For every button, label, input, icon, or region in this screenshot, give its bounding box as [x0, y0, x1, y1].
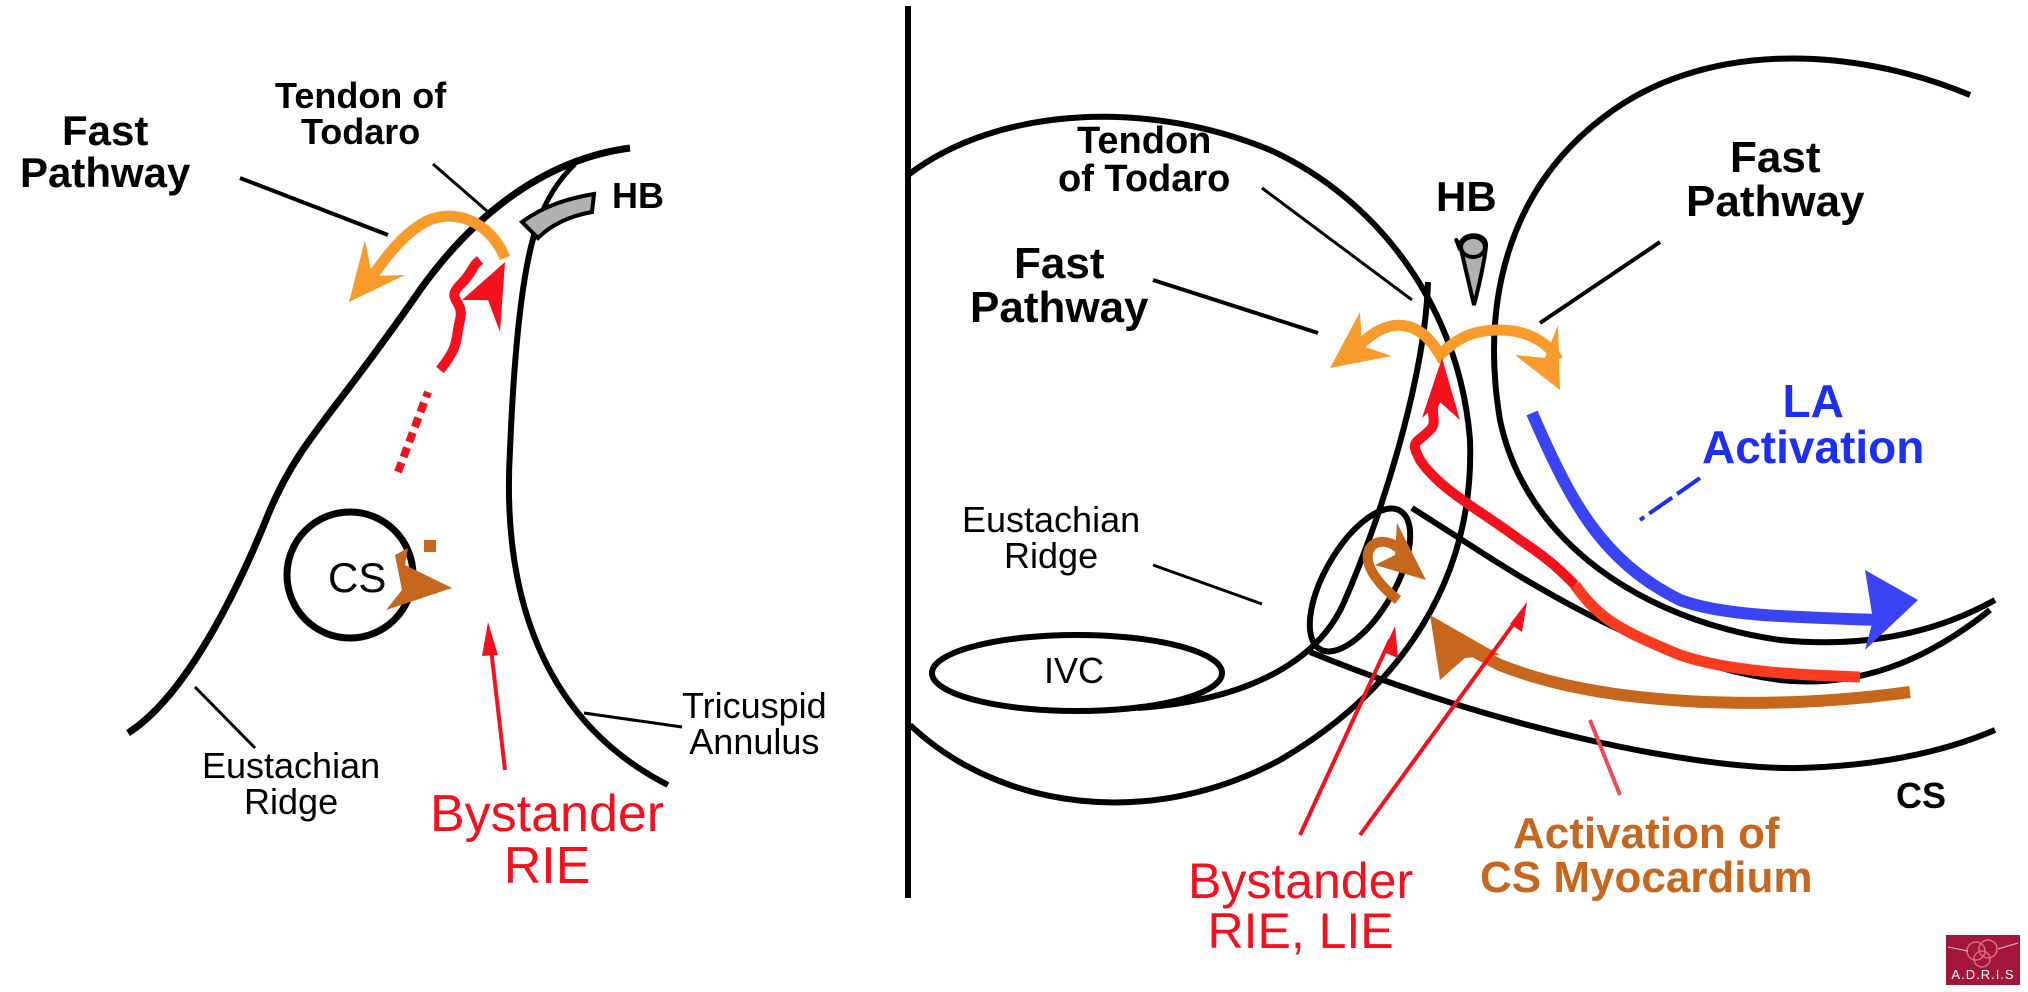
right-fast-pathway-right-line2: Pathway: [1686, 177, 1865, 226]
right-red-arrowhead: [1422, 358, 1460, 420]
right-cs-myocardium-arrowhead: [1430, 615, 1500, 680]
right-ivc-ellipse: [929, 632, 1225, 714]
right-fast-pathway-arrow: [1356, 319, 1563, 364]
left-fast-pathway-line1: Fast: [62, 107, 149, 154]
left-eustachian-line2: Ridge: [244, 781, 339, 822]
right-fast-pathway-right-label: Fast Pathway: [1686, 136, 1865, 224]
left-fast-pathway-label: Fast Pathway: [20, 110, 190, 194]
right-bystander-line2: RIE, LIE: [1207, 903, 1394, 959]
left-bystander-line1: Bystander: [430, 785, 665, 843]
left-tricuspid-line1: Tricuspid: [682, 685, 827, 726]
right-cs-curl-arrowhead: [1375, 523, 1426, 580]
right-bystander-line1: Bystander: [1188, 853, 1414, 909]
left-tendon-label: Tendon of Todaro: [275, 78, 446, 150]
right-fast-pathway-left-line2: Pathway: [970, 283, 1149, 332]
right-hb-label: HB: [1436, 173, 1497, 220]
right-eustachian-line1: Eustachian: [962, 499, 1141, 540]
right-la-line2: Activation: [1702, 421, 1925, 473]
right-eustachian-line2: Ridge: [1004, 535, 1099, 576]
right-la-arrowhead: [1865, 570, 1918, 650]
right-la-circle: [1491, 55, 1997, 646]
left-tendon-line1: Tendon of: [275, 75, 447, 116]
right-red-wavy: [1409, 391, 1579, 589]
right-red-orange-trail: [1570, 581, 1861, 683]
right-bystander-label: Bystander RIE, LIE: [1188, 856, 1413, 956]
right-cs-myocardium-line2: CS Myocardium: [1480, 853, 1813, 902]
left-hb-label: HB: [612, 175, 664, 216]
left-tricuspid-label: Tricuspid Annulus: [682, 688, 827, 760]
left-tendon-line2: Todaro: [300, 111, 421, 152]
right-fast-pathway-left-line1: Fast: [1014, 239, 1105, 288]
right-la-arrow: [1526, 410, 1881, 626]
right-fast-pathway-right-line1: Fast: [1730, 133, 1821, 182]
left-cs-arrow: [386, 548, 452, 610]
right-hb-top: [1459, 235, 1487, 259]
left-fast-pathway-line2: Pathway: [20, 149, 191, 196]
right-la-line1: LA: [1782, 375, 1844, 427]
right-bystander-arrow-1: [1298, 639, 1392, 836]
left-red-dotted: [394, 390, 432, 474]
left-fast-pathway-leader: [239, 176, 389, 237]
right-fast-pathway-arrowhead-right: [1515, 325, 1560, 390]
logo-text: A.D.R.I.S: [1951, 967, 2015, 982]
right-tendon-line2: of Todaro: [1058, 158, 1231, 200]
right-cs-myocardium-line1: Activation of: [1513, 809, 1780, 858]
left-tendon-leader: [432, 162, 488, 213]
right-bystander-arrowhead-2: [1510, 602, 1527, 632]
right-fast-pathway-right-leader: [1538, 240, 1662, 325]
left-eustachian-leader: [193, 685, 257, 750]
right-eustachian-label: Eustachian Ridge: [962, 502, 1140, 574]
right-cs-label: CS: [1896, 775, 1947, 816]
left-red-wavy: [436, 256, 484, 374]
right-fast-pathway-arrowhead-left: [1330, 312, 1392, 368]
left-eustachian-curve: [126, 144, 631, 736]
left-tricuspid-curve: [506, 225, 670, 788]
right-cs-lower-wall: [1308, 649, 1997, 772]
right-fast-pathway-left-label: Fast Pathway: [970, 242, 1149, 330]
logo-emblem-icon: [1947, 939, 2019, 968]
left-bystander-line2: RIE: [503, 837, 591, 895]
left-eustachian-label: Eustachian Ridge: [202, 748, 380, 820]
right-cs-curl: [1362, 536, 1402, 604]
right-cs-myocardium-leader: [1588, 719, 1622, 796]
left-tricuspid-line2: Annulus: [689, 721, 820, 762]
right-bystander-arrowhead-1: [1383, 626, 1398, 658]
left-bystander-arrow-line: [488, 639, 507, 771]
left-cs-dash: [424, 540, 436, 552]
right-tendon-leader: [1261, 186, 1413, 302]
left-tricuspid-leader: [583, 711, 683, 729]
right-cs-upper-wall: [1410, 505, 1992, 685]
right-septum-line: [1137, 281, 1431, 711]
right-la-leader: [1638, 476, 1702, 522]
left-fast-pathway-arrow: [365, 210, 511, 284]
right-bystander-arrow-2: [1358, 613, 1522, 837]
right-eustachian-leader: [1152, 563, 1263, 606]
adris-logo: A.D.R.I.S: [1946, 935, 2020, 985]
right-la-activation-label: LA Activation: [1702, 378, 1924, 470]
right-tendon-label: Tendon of Todaro: [1058, 122, 1230, 198]
right-ra-circle: [906, 113, 1474, 806]
right-fast-pathway-left-leader: [1152, 278, 1319, 335]
left-bystander-arrowhead: [482, 622, 498, 656]
left-hb-shape: [518, 191, 597, 241]
right-ivc-label: IVC: [1044, 650, 1105, 691]
right-cs-myocardium-label: Activation of CS Myocardium: [1480, 812, 1813, 900]
left-eustachian-line1: Eustachian: [202, 745, 381, 786]
left-bystander-label: Bystander RIE: [430, 788, 664, 892]
left-red-arrowhead: [462, 262, 505, 332]
right-tendon-line1: Tendon: [1077, 120, 1212, 162]
left-fast-pathway-arrowhead: [349, 240, 405, 302]
left-cs-label: CS: [328, 554, 387, 601]
